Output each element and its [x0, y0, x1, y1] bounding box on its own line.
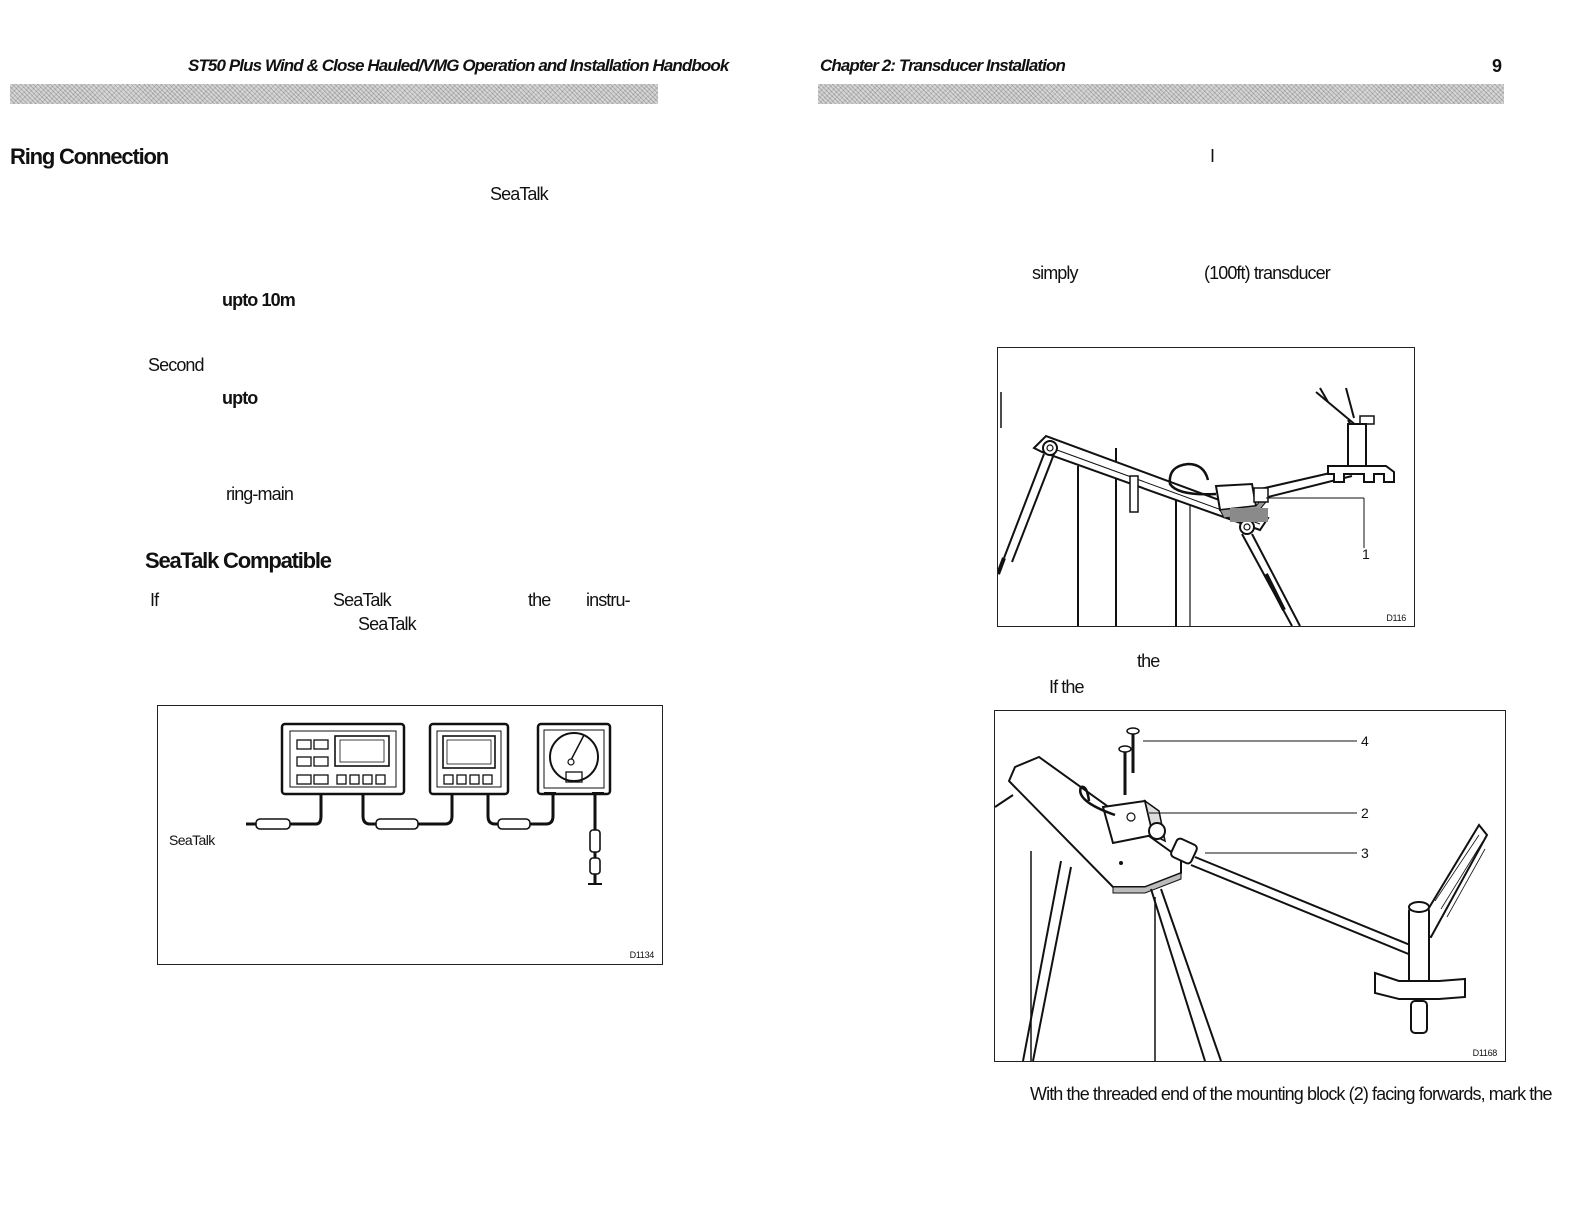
text-seatalk: SeaTalk	[490, 184, 549, 204]
section-heading-ring-connection: Ring Connection	[10, 144, 169, 169]
callout-2: 2	[1361, 805, 1369, 821]
left-page: ST50 Plus Wind & Close Hauled/VMG Operat…	[0, 0, 780, 1221]
left-header-band	[10, 84, 658, 104]
figure-id-d116: D116	[1386, 613, 1406, 623]
callout-4: 4	[1361, 733, 1369, 749]
text-second: Second	[148, 355, 205, 375]
text-seatalk-2: SeaTalk	[333, 590, 392, 610]
figure-seatalk-label: SeaTalk	[169, 832, 215, 848]
right-page: Chapter 2: Transducer Installation 9 I s…	[790, 0, 1581, 1221]
text-instru: instru-	[586, 590, 631, 610]
right-header-title: Chapter 2: Transducer Installation	[820, 56, 1066, 75]
text-upto-10m: upto 10m	[222, 290, 296, 310]
text-ring-main: ring-main	[226, 484, 294, 504]
bottom-text-line: With the threaded end of the mounting bl…	[1030, 1084, 1553, 1104]
left-header-title: ST50 Plus Wind & Close Hauled/VMG Operat…	[188, 56, 729, 75]
text-the-right: the	[1137, 651, 1160, 671]
text-if: If	[150, 590, 159, 610]
figure-id-d1168: D1168	[1472, 1048, 1498, 1058]
mounting-block-illustration	[995, 727, 1489, 1061]
callout-1: 1	[1362, 546, 1370, 562]
figure-mounting-block-exploded: 4 2 3 D1168	[994, 710, 1506, 1062]
text-simply: simply	[1032, 263, 1079, 283]
figure-id-d1134: D1134	[629, 950, 655, 960]
right-header-band	[818, 84, 1504, 104]
text-upto: upto	[222, 388, 258, 408]
callout-3: 3	[1361, 845, 1369, 861]
text-vertical-bar: I	[1210, 146, 1215, 166]
instrument-chain-illustration	[246, 722, 612, 885]
text-cable-length: (100ft) transducer	[1204, 263, 1331, 283]
figure-masthead-transducer: 1 D116	[997, 347, 1415, 627]
text-if-the: If the	[1049, 677, 1085, 697]
figure-seatalk-chain: SeaTalk D1134	[157, 705, 663, 965]
text-the: the	[528, 590, 551, 610]
section-heading-seatalk-compatible: SeaTalk Compatible	[145, 548, 332, 573]
page-number: 9	[1492, 56, 1503, 76]
masthead-transducer-illustration	[998, 387, 1395, 626]
text-seatalk-3: SeaTalk	[358, 614, 417, 634]
